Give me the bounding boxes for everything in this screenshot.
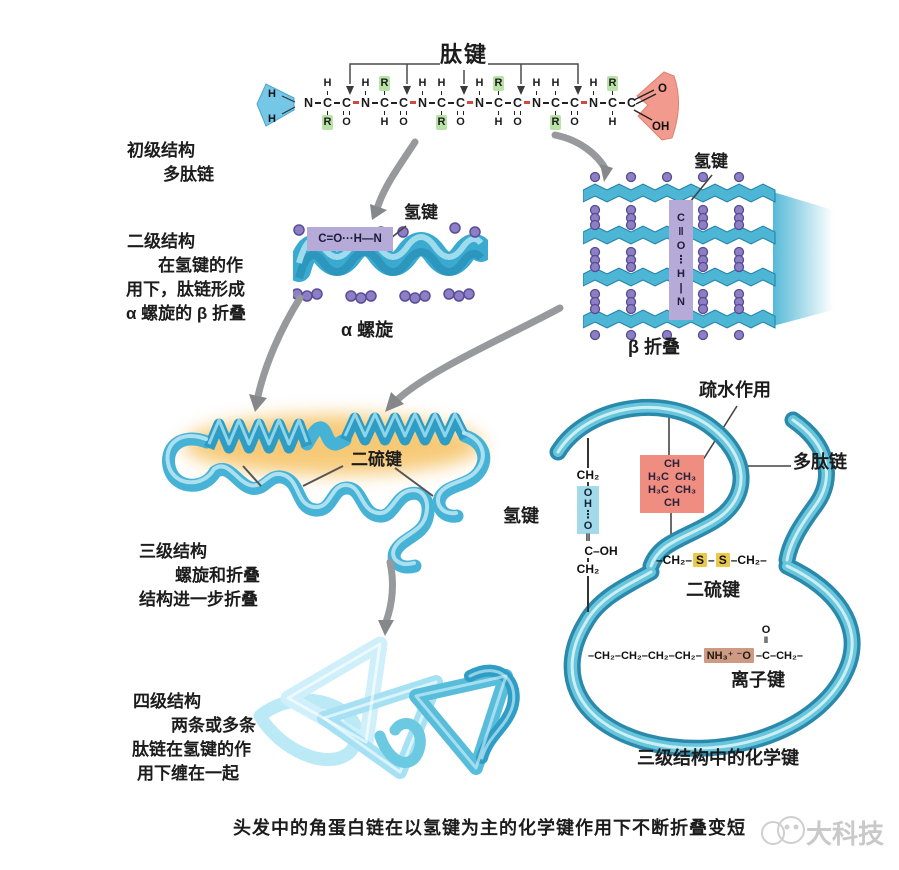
hydrogen-bond-label-beta: 氢键	[694, 152, 728, 171]
carboxyl-carbon-ionic: O ‖ C	[761, 623, 771, 662]
tertiary-structure-title: 三级结构	[139, 542, 207, 561]
svg-text:H: H	[268, 88, 276, 100]
disulfide-bond-label-right: 二硫键	[686, 580, 740, 600]
carbonyl-carbon: C O	[398, 96, 409, 128]
backbone-nitrogen: N	[303, 96, 314, 110]
secondary-structure-title: 二级结构	[127, 232, 195, 251]
alpha-carbon: H C R	[436, 77, 447, 130]
hydrophobic-label: 疏水作用	[699, 380, 771, 400]
polypeptide-chain-formula: N H C R C O H	[296, 76, 638, 130]
quaternary-structure-line2: 两条或多条	[171, 716, 256, 735]
polypeptide-chain-label: 多肽链	[793, 452, 847, 472]
watermark-logo-icon	[761, 816, 805, 845]
alpha-carbon: R C H	[379, 76, 390, 128]
carbonyl-carbon: C O	[455, 96, 466, 128]
alpha-carbon: R C H	[607, 76, 618, 128]
disulfide-bond-label-mid: 二硫键	[351, 450, 402, 469]
carboxyl-terminal-icon: O OH	[633, 71, 680, 141]
hydrogen-bond-label-helix: 氢键	[404, 203, 438, 222]
bond-segment	[448, 102, 454, 104]
secondary-structure-line2: 在氢键的作	[158, 256, 243, 275]
secondary-structure-line4: α 螺旋的 β 折叠	[126, 304, 246, 323]
alpha-helix-label: α 螺旋	[341, 320, 394, 340]
beta-sheet-label: β 折叠	[628, 337, 680, 357]
peptide-bond-segment	[410, 101, 416, 104]
quaternary-structure-title: 四级结构	[133, 692, 201, 711]
carbonyl-carbon: C O	[569, 96, 580, 128]
ionic-bond-chain: –CH₂–CH₂–CH₂–CH₂– NH₃⁺ ⁻O – O ‖ C –CH₂–	[588, 623, 803, 663]
quaternary-structure-illustration	[253, 636, 520, 779]
peptide-bond-segment	[524, 101, 530, 104]
backbone-nitrogen: H N	[531, 77, 542, 110]
beta-sheet-illustration	[583, 171, 833, 341]
ionic-pair-box: NH₃⁺ ⁻O	[703, 648, 754, 663]
carbonyl-carbon: C O	[341, 96, 352, 128]
right-diagram-caption: 三级结构中的化学键	[637, 748, 799, 768]
quaternary-structure-line3: 肽链在氢键的作	[132, 740, 251, 759]
backbone-nitrogen: H N	[474, 77, 485, 110]
bond-segment	[315, 102, 321, 104]
beta-hbond-formula: C‖O⋮H|N	[669, 200, 693, 320]
helix-hbond-formula: C=O···H—N	[307, 227, 393, 251]
carbonyl-carbon: C	[626, 96, 637, 110]
bond-segment	[429, 102, 435, 104]
peptide-bond-segment	[353, 101, 359, 104]
svg-text:H: H	[268, 113, 276, 125]
disulfide-chain: –CH₂– S – S –CH₂–	[656, 553, 767, 567]
alpha-carbon: H C R	[550, 77, 561, 130]
amino-terminal-icon: H H	[256, 83, 296, 127]
peptide-bond-segment	[467, 101, 473, 104]
bond-segment	[562, 102, 568, 104]
primary-structure-title: 初级结构	[127, 141, 195, 160]
tertiary-structure-line3: 结构进一步折叠	[139, 590, 258, 609]
sulfur-box: S	[693, 553, 708, 567]
bond-segment	[334, 102, 340, 104]
watermark-text: 大科技	[806, 819, 885, 849]
svg-text:OH: OH	[652, 121, 669, 133]
bond-segment	[619, 102, 625, 104]
bond-segment	[600, 102, 606, 104]
secondary-structure-line3: 用下，肽链形成	[126, 280, 245, 299]
bottom-caption: 头发中的角蛋白链在以氢键为主的化学键作用下不断折叠变短	[233, 818, 746, 838]
carbonyl-carbon: C O	[512, 96, 523, 128]
alpha-carbon: H C R	[322, 77, 333, 130]
ionic-bond-label: 离子键	[731, 670, 785, 690]
peptide-bond-label: 肽键	[439, 42, 488, 67]
alpha-carbon: R C H	[493, 76, 504, 128]
bond-segment	[543, 102, 549, 104]
backbone-nitrogen: H N	[588, 77, 599, 110]
bond-segment	[391, 102, 397, 104]
quaternary-structure-line4: 用下缠在一起	[137, 764, 239, 783]
bond-segment	[505, 102, 511, 104]
hydrogen-bond-label-right: 氢键	[503, 506, 539, 526]
backbone-nitrogen: H N	[360, 77, 371, 110]
sulfur-box: S	[715, 553, 730, 567]
peptide-bond-segment	[581, 101, 587, 104]
primary-structure-sub: 多肽链	[163, 165, 214, 184]
tertiary-structure-line2: 螺旋和折叠	[175, 566, 260, 585]
svg-text:O: O	[658, 83, 667, 95]
bond-segment	[372, 102, 378, 104]
backbone-nitrogen: H N	[417, 77, 428, 110]
bond-segment	[486, 102, 492, 104]
